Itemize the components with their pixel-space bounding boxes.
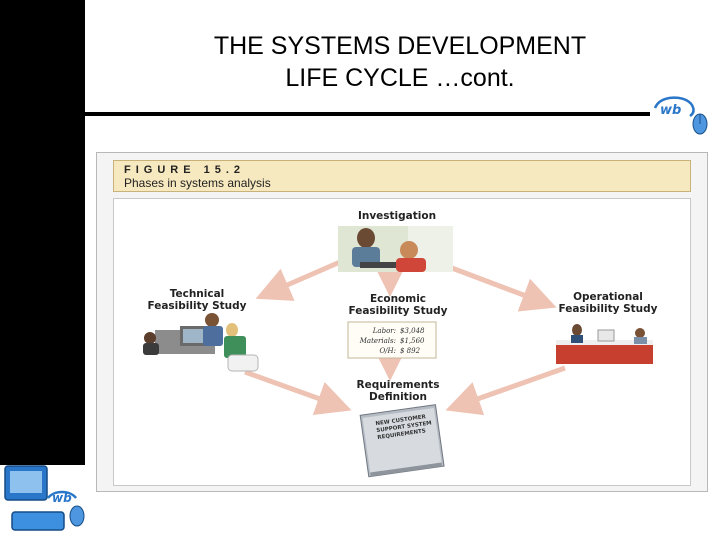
ledger-label-materials: Materials: (359, 337, 396, 345)
arrow-operational-to-requirements (445, 365, 566, 416)
bottom-left-logo: wb (4, 465, 85, 531)
node-operational-feasibility: Operational Feasibility Study (556, 291, 658, 364)
ledger-value-overhead: $ 892 (400, 347, 421, 355)
arrow-technical-to-requirements (244, 369, 352, 415)
requirements-document: NEW CUSTOMER SUPPORT SYSTEM REQUIREMENTS (359, 404, 445, 478)
figure-title: Phases in systems analysis (124, 176, 271, 190)
ledger-label-overhead: O/H: (379, 347, 396, 355)
requirements-label-line-1: Requirements (357, 379, 440, 391)
top-right-logo: wb (653, 96, 708, 135)
economic-ledger: Labor: $3,048 Materials: $1,560 O/H: $ 8… (347, 321, 437, 359)
requirements-label-line-2: Definition (369, 391, 427, 403)
figure-label: FIGURE 15.2 (124, 164, 246, 176)
economic-label-line-1: Economic (370, 293, 426, 305)
node-investigation: Investigation (338, 210, 453, 272)
ledger-value-materials: $1,560 (400, 337, 425, 345)
slide-title-line-1: THE SYSTEMS DEVELOPMENT (213, 32, 587, 60)
top-right-logo-text: wb (660, 103, 681, 118)
keyboard-icon (11, 511, 65, 531)
ledger-label-labor: Labor: (372, 327, 396, 335)
investigation-label: Investigation (358, 210, 436, 222)
arrow-investigation-to-operational (435, 259, 557, 312)
technical-team-illustration (143, 313, 259, 372)
figure-caption: FIGURE 15.2 Phases in systems analysis (113, 160, 691, 192)
operational-office-illustration (556, 324, 653, 364)
slide-title-line-2: LIFE CYCLE …cont. (285, 64, 515, 92)
operational-label-line-1: Operational (573, 291, 643, 303)
node-technical-feasibility: Technical Feasibility Study (143, 288, 259, 372)
mouse-icon-bottom (69, 505, 85, 527)
operational-label-line-2: Feasibility Study (558, 303, 657, 315)
economic-label-line-2: Feasibility Study (348, 305, 447, 317)
ledger-value-labor: $3,048 (400, 327, 425, 335)
bottom-left-logo-text: wb (52, 491, 72, 505)
slide-title: THE SYSTEMS DEVELOPMENT LIFE CYCLE …cont… (120, 30, 680, 94)
technical-label-line-1: Technical (170, 288, 225, 300)
left-sidebar-bar (0, 0, 85, 465)
technical-label-line-2: Feasibility Study (147, 300, 246, 312)
arrow-investigation-to-technical (255, 259, 341, 301)
title-underline-rule (85, 112, 650, 116)
diagram-arrows (244, 259, 566, 416)
node-economic-feasibility: Economic Feasibility Study Labor: $3,048… (347, 293, 448, 359)
investigation-people-illustration (338, 226, 453, 272)
node-requirements-definition: Requirements Definition NEW CUSTOMER SUP… (357, 379, 445, 478)
